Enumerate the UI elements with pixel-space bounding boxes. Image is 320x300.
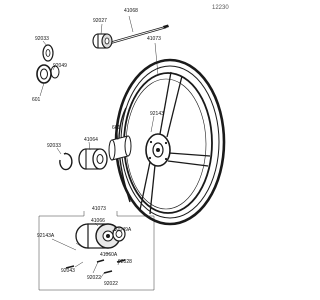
label-41073-box: 41073: [92, 206, 106, 212]
label-92027: 92027: [93, 18, 107, 24]
label-92033-mid: 92033: [47, 143, 61, 149]
label-41073-upper: 41073: [147, 36, 161, 42]
label-41068: 41068: [124, 8, 138, 14]
exploded-parts-diagram: 12230: [32, 5, 229, 291]
label-92022: 92022: [87, 275, 101, 281]
stud-bolts: [65, 259, 126, 274]
label-92033-top: 92033: [35, 36, 49, 42]
label-601-mid: 601: [112, 125, 121, 131]
label-92028: 92028: [118, 259, 132, 265]
collar-92027: [92, 33, 113, 49]
label-41064: 41064: [84, 137, 98, 143]
coupling-hub: [75, 223, 121, 249]
label-92049A: 92049A: [114, 227, 132, 233]
label-92143A: 92143A: [37, 233, 55, 239]
bearing-assembly-upper: [36, 44, 60, 84]
label-41060A: 41060A: [100, 252, 118, 258]
coupling-bearing: [112, 226, 126, 242]
label-41066: 41066: [91, 218, 105, 224]
label-92022-b: 92022: [104, 281, 118, 287]
circlip-92033: [59, 152, 73, 171]
coupling-parts-box: [38, 211, 155, 291]
bearing-41064: [78, 148, 108, 170]
wheel-rim: [114, 58, 226, 226]
label-601-left: 601: [32, 97, 41, 103]
leader-lines: [39, 15, 159, 280]
label-92043: 92043: [61, 268, 75, 274]
distance-collar: [108, 135, 132, 161]
label-92143: 92143: [150, 111, 164, 117]
figure-ref-code: 12230: [212, 5, 229, 11]
label-92049: 92049: [53, 63, 67, 69]
